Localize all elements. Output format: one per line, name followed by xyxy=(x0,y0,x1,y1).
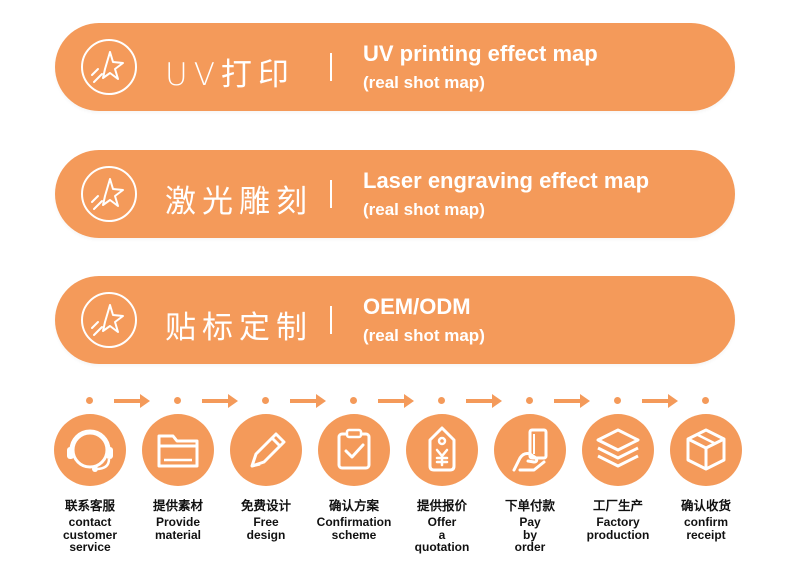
flow-dot xyxy=(262,397,269,404)
step-icon-circle xyxy=(670,414,742,486)
step-icon-circle xyxy=(582,414,654,486)
step-contact-customer-service: 联系客服 contact customer service xyxy=(50,414,130,554)
banner-en-title: Laser engraving effect map xyxy=(363,168,650,193)
arrow-right-icon xyxy=(114,394,150,408)
step-en-label: Offer a quotation xyxy=(414,515,470,554)
step-cn-label: 免费设计 xyxy=(240,498,291,513)
arrow-right-icon xyxy=(466,394,502,408)
banner-laser-engraving: 激光雕刻 Laser engraving effect map (real sh… xyxy=(55,150,735,238)
flow-dot xyxy=(350,397,357,404)
step-en-label: Provide material xyxy=(154,515,202,542)
flow-dot xyxy=(438,397,445,404)
step-en-label: Confirmation scheme xyxy=(316,515,392,542)
step-confirmation-scheme: 确认方案 Confirmation scheme xyxy=(314,414,394,541)
hand-card-icon xyxy=(512,428,548,472)
banner-en-subtitle: (real shot map) xyxy=(363,73,485,92)
folder-icon xyxy=(157,434,199,468)
banner-cn-title: 贴标定制 xyxy=(165,310,313,346)
step-icon-circle xyxy=(142,414,214,486)
price-tag-yen-icon xyxy=(428,426,456,472)
banner-en-title: OEM/ODM xyxy=(363,294,471,319)
banner-uv-printing: UV打印 UV printing effect map (real shot m… xyxy=(55,23,735,111)
divider xyxy=(330,306,332,334)
sparkle-star-icon xyxy=(81,39,137,95)
step-provide-material: 提供素材 Provide material xyxy=(138,414,218,541)
headset-icon xyxy=(67,429,113,472)
step-cn-label: 下单付款 xyxy=(504,498,555,513)
sparkle-star-icon xyxy=(81,166,137,222)
flow-dot xyxy=(174,397,181,404)
step-cn-label: 确认方案 xyxy=(328,498,379,513)
step-cn-label: 提供素材 xyxy=(152,498,203,513)
step-factory-production: 工厂生产 Factory production xyxy=(578,414,658,541)
process-flow-connectors xyxy=(0,388,790,418)
box-icon xyxy=(686,428,726,471)
step-cn-label: 确认收货 xyxy=(680,498,731,513)
banner-en-title: UV printing effect map xyxy=(363,41,598,66)
sparkle-star-icon xyxy=(81,292,137,348)
step-en-label: Pay by order xyxy=(514,515,546,554)
pencil-icon xyxy=(250,432,286,468)
step-icon-circle xyxy=(54,414,126,486)
flow-dot xyxy=(526,397,533,404)
divider xyxy=(330,53,332,81)
banner-cn-title: UV打印 xyxy=(165,57,295,93)
step-offer-quotation: 提供报价 Offer a quotation xyxy=(402,414,482,554)
step-icon-circle xyxy=(318,414,390,486)
step-en-label: contact customer service xyxy=(62,515,118,554)
arrow-right-icon xyxy=(290,394,326,408)
clipboard-check-icon xyxy=(337,428,371,470)
step-en-label: Factory production xyxy=(586,515,650,542)
step-free-design: 免费设计 Free design xyxy=(226,414,306,541)
layers-icon xyxy=(596,428,640,468)
step-cn-label: 工厂生产 xyxy=(592,498,643,513)
step-confirm-receipt: 确认收货 confirm receipt xyxy=(666,414,746,541)
arrow-right-icon xyxy=(554,394,590,408)
banner-cn-title: 激光雕刻 xyxy=(165,184,313,220)
flow-dot xyxy=(702,397,709,404)
step-icon-circle xyxy=(230,414,302,486)
step-cn-label: 联系客服 xyxy=(64,498,115,513)
flow-dot xyxy=(614,397,621,404)
step-icon-circle xyxy=(406,414,478,486)
banner-en-subtitle: (real shot map) xyxy=(363,200,485,219)
step-en-label: confirm receipt xyxy=(683,515,728,542)
arrow-right-icon xyxy=(202,394,238,408)
banner-en-subtitle: (real shot map) xyxy=(363,326,485,345)
arrow-right-icon xyxy=(642,394,678,408)
divider xyxy=(330,180,332,208)
flow-dot xyxy=(86,397,93,404)
step-pay-by-order: 下单付款 Pay by order xyxy=(490,414,570,554)
step-cn-label: 提供报价 xyxy=(416,498,467,513)
step-icon-circle xyxy=(494,414,566,486)
step-en-label: Free design xyxy=(246,515,286,542)
arrow-right-icon xyxy=(378,394,414,408)
banner-oem-odm: 贴标定制 OEM/ODM (real shot map) xyxy=(55,276,735,364)
